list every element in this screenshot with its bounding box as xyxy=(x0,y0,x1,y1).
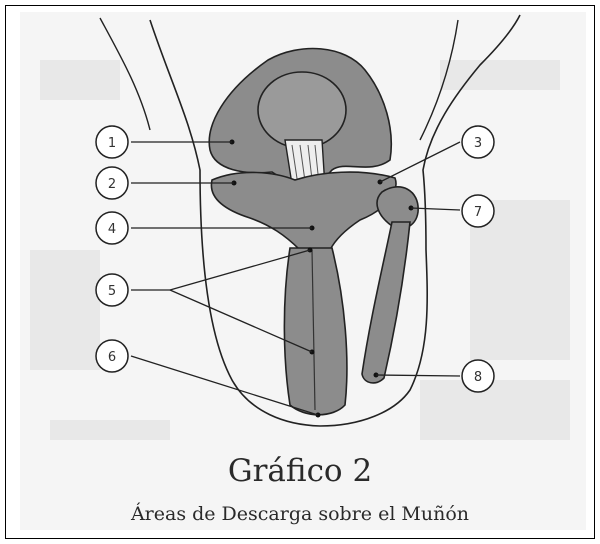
figure-title: Gráfico 2 xyxy=(0,453,600,489)
svg-text:2: 2 xyxy=(108,177,116,192)
tibial-plateau xyxy=(211,172,396,250)
fibula-shaft xyxy=(362,222,410,383)
marker-7: 7 xyxy=(462,195,494,227)
svg-text:7: 7 xyxy=(474,205,482,220)
svg-text:8: 8 xyxy=(474,370,482,385)
figure-subtitle: Áreas de Descarga sobre el Muñón xyxy=(0,503,600,525)
svg-text:3: 3 xyxy=(474,136,482,151)
marker-2: 2 xyxy=(96,167,128,199)
marker-6: 6 xyxy=(96,340,128,372)
svg-text:5: 5 xyxy=(108,284,116,299)
patella xyxy=(258,72,346,148)
marker-8: 8 xyxy=(462,360,494,392)
marker-4: 4 xyxy=(96,212,128,244)
tibia-shaft xyxy=(284,248,347,415)
svg-text:1: 1 xyxy=(108,136,116,151)
svg-text:4: 4 xyxy=(108,222,116,237)
marker-5: 5 xyxy=(96,274,128,306)
marker-3: 3 xyxy=(462,126,494,158)
svg-text:6: 6 xyxy=(108,350,116,365)
marker-1: 1 xyxy=(96,126,128,158)
